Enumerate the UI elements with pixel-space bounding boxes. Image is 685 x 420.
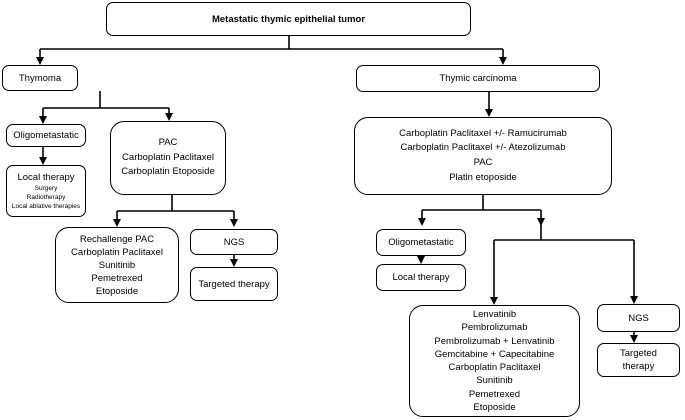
carcinoma-first-line-item: Platin etoposide bbox=[449, 171, 517, 183]
carcinoma-title: Thymic carcinoma bbox=[439, 73, 517, 84]
root-node: Metastatic thymic epithelial tumor bbox=[106, 2, 471, 36]
carcinoma-second-line-item: Carboplatin Paclitaxel bbox=[448, 362, 541, 374]
root-title: Metastatic thymic epithelial tumor bbox=[211, 13, 366, 25]
thymoma-local-therapy-title: Local therapy bbox=[17, 172, 75, 183]
carcinoma-targeted-label: Targeted bbox=[620, 348, 657, 359]
carcinoma-second-line-item: Pembrolizumab + Lenvatinib bbox=[434, 335, 555, 347]
thymoma-first-line-item: Carboplatin Etoposide bbox=[121, 166, 215, 178]
thymoma-local-therapy-item: Local ablative therapies bbox=[11, 203, 81, 210]
thymoma-second-line-item: Carboplatin Paclitaxel bbox=[71, 246, 163, 258]
thymoma-title: Thymoma bbox=[18, 72, 62, 84]
thymoma-oligometastatic-label: Oligometastatic bbox=[13, 130, 79, 141]
thymoma-second-line-item: Pemetrexed bbox=[91, 272, 143, 284]
thymoma-targeted-node: Targeted therapy bbox=[190, 267, 278, 301]
thymoma-second-line-item: Etoposide bbox=[95, 285, 139, 297]
carcinoma-first-line-item: Carboplatin Paclitaxel +/- Ramucirumab bbox=[399, 127, 567, 139]
carcinoma-second-line-item: Pemetrexed bbox=[468, 388, 521, 400]
carcinoma-first-line-item: Carboplatin Paclitaxel +/- Atezolizumab bbox=[400, 142, 566, 154]
thymoma-oligometastatic-node: Oligometastatic bbox=[6, 124, 86, 147]
carcinoma-ngs-node: NGS bbox=[597, 304, 680, 332]
carcinoma-second-line-item: Lenvatinib bbox=[472, 309, 517, 321]
carcinoma-oligometastatic-label: Oligometastatic bbox=[388, 237, 454, 248]
thymoma-first-line-item: PAC bbox=[158, 137, 178, 149]
thymoma-second-line-item: Rechallenge PAC bbox=[79, 233, 155, 245]
thymoma-node: Thymoma bbox=[2, 65, 78, 91]
thymoma-second-line-node: Rechallenge PAC Carboplatin Paclitaxel S… bbox=[55, 227, 179, 303]
carcinoma-local-therapy-node: Local therapy bbox=[376, 264, 466, 291]
thymoma-first-line-item: Carboplatin Paclitaxel bbox=[122, 151, 214, 163]
carcinoma-second-line-item: Sunitinib bbox=[476, 375, 513, 387]
carcinoma-oligometastatic-node: Oligometastatic bbox=[376, 229, 466, 256]
carcinoma-targeted-node: Targeted therapy bbox=[597, 343, 680, 377]
thymoma-ngs-node: NGS bbox=[190, 229, 278, 255]
thymoma-local-therapy-item: Surgery bbox=[34, 185, 58, 192]
carcinoma-second-line-item: Etoposide bbox=[473, 401, 516, 413]
thymoma-ngs-label: NGS bbox=[223, 236, 245, 248]
carcinoma-node: Thymic carcinoma bbox=[356, 65, 600, 92]
carcinoma-first-line-item: PAC bbox=[473, 157, 493, 168]
thymoma-targeted-label: Targeted therapy bbox=[198, 278, 270, 290]
thymoma-second-line-item: Sunitinib bbox=[98, 259, 136, 271]
carcinoma-local-therapy-label: Local therapy bbox=[392, 272, 450, 283]
carcinoma-second-line-node: Lenvatinib Pembrolizumab Pembrolizumab +… bbox=[409, 305, 580, 417]
thymoma-local-therapy-item: Radiotherapy bbox=[26, 194, 66, 201]
carcinoma-first-line-node: Carboplatin Paclitaxel +/- Ramucirumab C… bbox=[354, 117, 612, 195]
thymoma-first-line-node: PAC Carboplatin Paclitaxel Carboplatin E… bbox=[110, 121, 226, 195]
carcinoma-second-line-item: Pembrolizumab bbox=[461, 322, 528, 334]
thymoma-local-therapy-node: Local therapy Surgery Radiotherapy Local… bbox=[6, 165, 86, 217]
carcinoma-second-line-item: Gemcitabine + Capecitabine bbox=[434, 348, 555, 360]
carcinoma-targeted-label: therapy bbox=[622, 361, 655, 372]
carcinoma-ngs-label: NGS bbox=[628, 312, 649, 324]
